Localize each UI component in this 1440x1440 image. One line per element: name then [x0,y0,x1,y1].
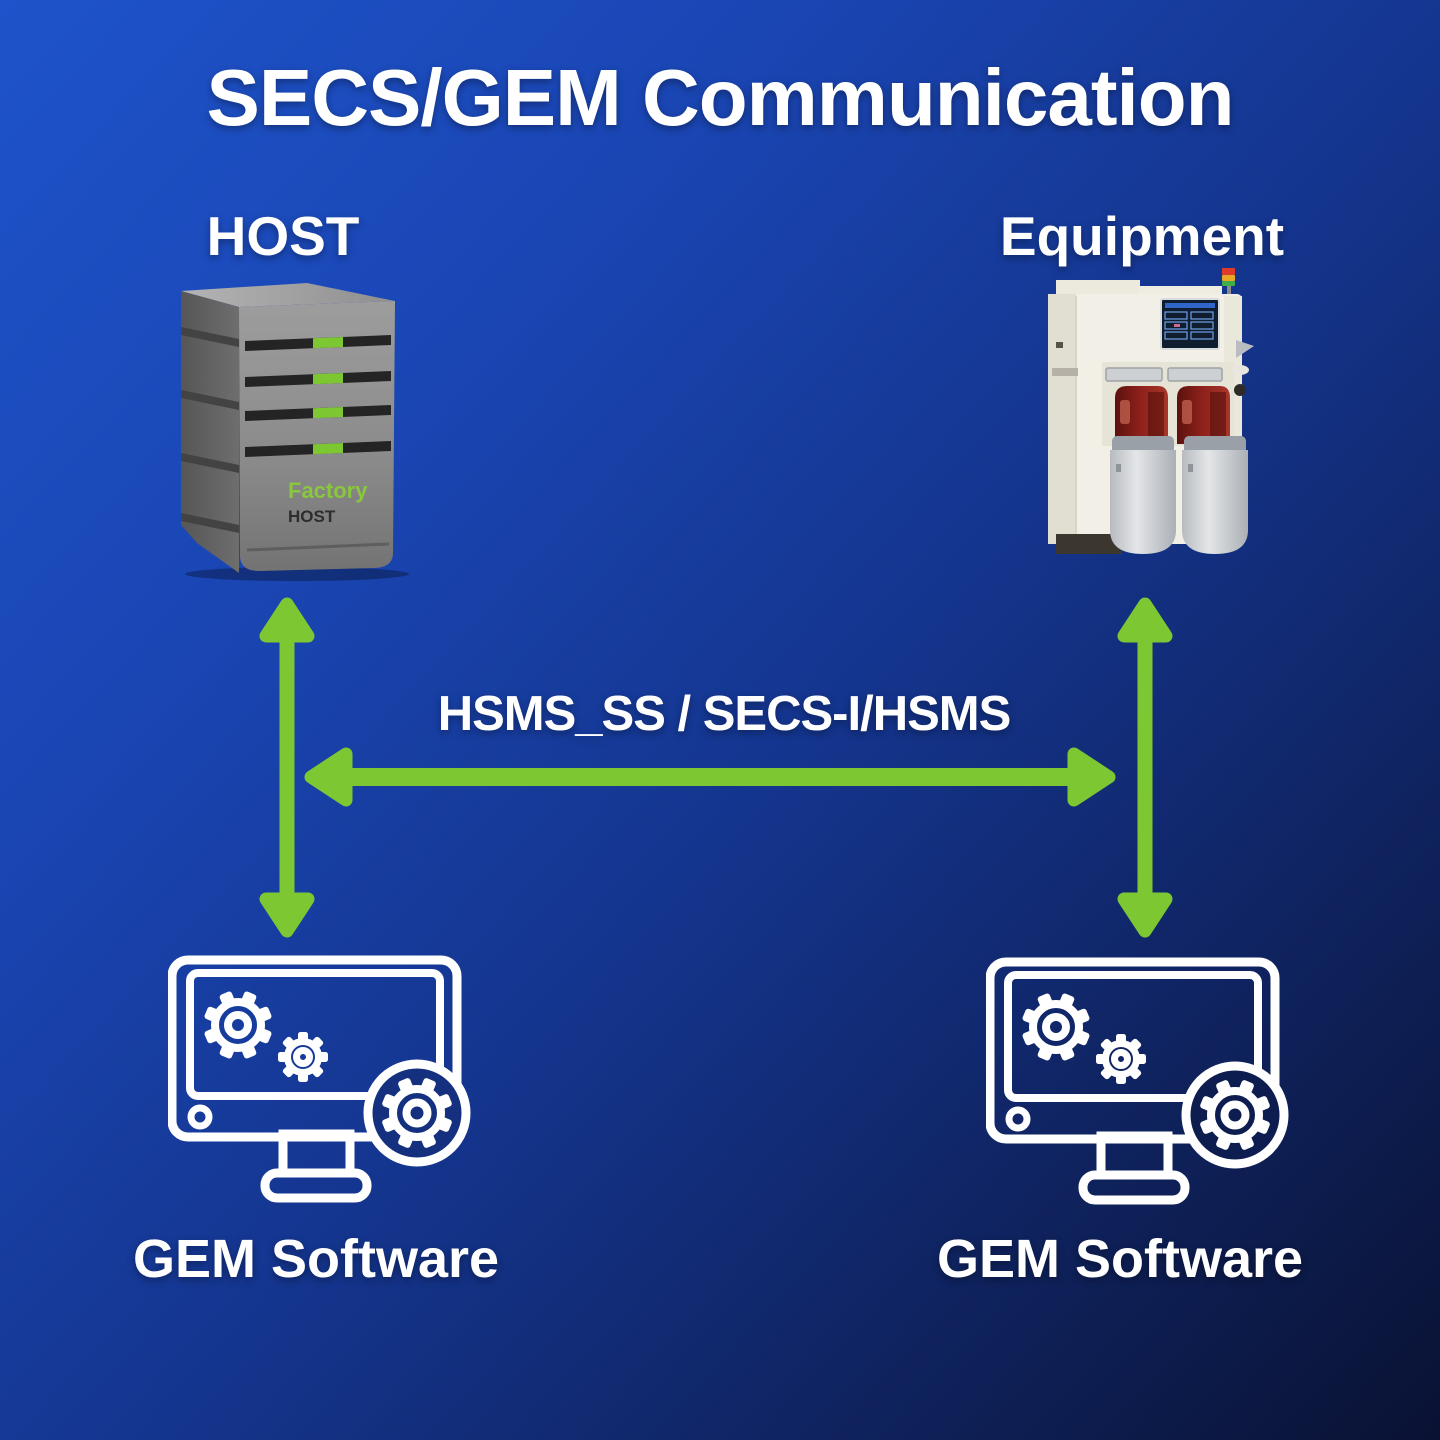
equipment-to-gem-arrow [1117,597,1173,938]
equipment-side-vent [1056,342,1063,348]
foup-pod-left [1115,386,1168,444]
monitor-screen [186,969,444,1100]
page-title: SECS/GEM Communication [206,53,1235,142]
equipment-label: Equipment [999,205,1285,267]
monitor-base [1078,1170,1190,1205]
monitor-base [260,1168,372,1203]
equipment-handle [1231,365,1249,375]
gear-icon-large [1022,993,1090,1061]
equipment-side-panel [1048,294,1076,544]
monitor-screen [1004,971,1262,1102]
semiconductor-equipment-illustration [1048,268,1254,554]
server-front-face [239,301,395,571]
gear-icon-large [204,991,272,1059]
foup-pod-right [1177,386,1230,444]
server-bottom-groove [246,542,390,552]
host-to-gem-arrow [259,597,315,938]
gear-badge-icon [363,1059,471,1167]
equipment-base [1056,534,1122,554]
server-side-ridges [181,327,239,533]
server-tower-illustration: Factory HOST [181,283,409,581]
equipment-screen [1160,298,1220,350]
protocol-label: HSMS_SS / SECS-I/HSMS [437,687,1012,741]
load-port-cylinder-right [1182,436,1248,554]
server-brand-text: Factory [288,478,368,503]
server-host-text: HOST [288,507,336,526]
gear-badge-icon [1181,1061,1289,1169]
host-label: HOST [206,205,360,267]
server-top-face [181,283,395,307]
gem-software-label-equipment: GEM Software [936,1229,1304,1289]
server-shadow [185,567,409,581]
gear-icon-small [1096,1034,1146,1084]
monitor-with-gears-icon-host [168,955,471,1203]
equipment-bay-tops [1105,367,1223,382]
equipment-side-stripe [1052,368,1078,376]
load-port-cylinder-left [1110,436,1176,554]
equipment-bracket [1236,340,1254,358]
server-slot-leds [313,337,343,455]
monitor-with-gears-icon-equipment [986,957,1289,1205]
server-drive-slots [245,335,391,457]
gem-software-label-host: GEM Software [132,1229,500,1289]
server-side-face [181,291,239,573]
monitor-power-button [187,1104,213,1130]
signal-tower-icon [1222,268,1235,298]
gear-icon-small [278,1032,328,1082]
equipment-knob [1234,384,1246,396]
host-to-equipment-arrow [304,747,1116,807]
monitor-power-button [1005,1106,1031,1132]
